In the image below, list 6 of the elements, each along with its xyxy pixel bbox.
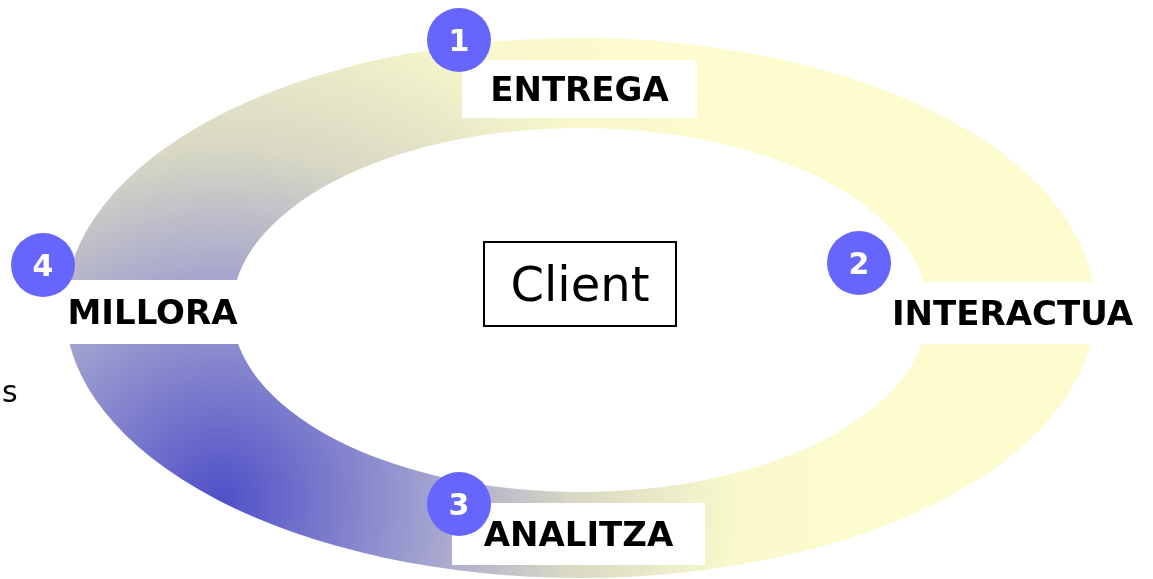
stage-label: ENTREGA <box>462 60 697 118</box>
step-number-badge: 4 <box>11 233 75 297</box>
text-fragment: s <box>2 374 18 409</box>
step-number-badge: 2 <box>827 231 891 295</box>
center-box: Client <box>483 241 677 327</box>
step-number-badge: 1 <box>427 8 491 72</box>
